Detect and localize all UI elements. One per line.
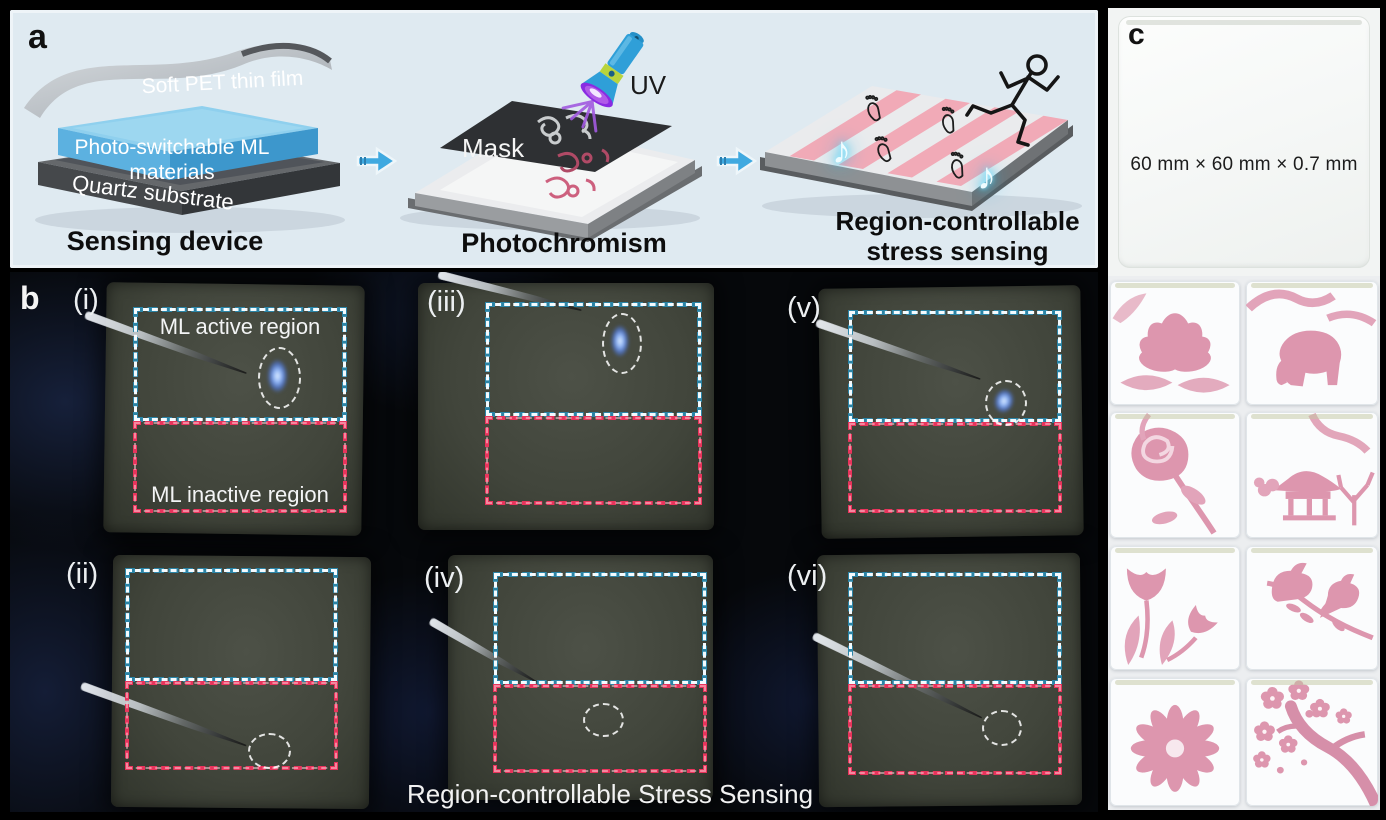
panel-a-label: a <box>28 18 47 56</box>
uv-label: UV <box>630 70 667 100</box>
ml-active-region-box <box>485 302 702 417</box>
music-note-icon: ♪ <box>832 130 851 172</box>
mask-label: Mask <box>462 133 525 163</box>
pet-film-layer <box>24 42 332 118</box>
mask-sheet <box>440 101 672 173</box>
panel-b-caption: Region-controllable Stress Sensing <box>406 779 814 809</box>
ml-active-region-box <box>848 572 1062 685</box>
ml-inactive-region-box <box>125 681 338 770</box>
sample-photo-iii <box>418 283 714 530</box>
tile-elephant-icon <box>1246 281 1378 405</box>
press-point-marker <box>985 380 1027 426</box>
photochromic-pattern <box>545 176 596 199</box>
panel-c-substrates: c 60 mm × 60 mm × 0.7 mm <box>1108 8 1380 810</box>
tile-lotus-icon <box>1110 281 1240 405</box>
sensing-device-caption: Sensing device <box>66 226 264 256</box>
uv-flashlight-icon <box>561 31 644 133</box>
panel-b-photos: b (i) (iii) (v) (ii) (iv) (vi) ML active… <box>10 272 1098 812</box>
ml-inactive-region-box <box>133 421 347 513</box>
cell-label-v: (v) <box>787 292 821 324</box>
cell-label-iii: (iii) <box>427 286 466 318</box>
tile-rose-icon <box>1110 412 1240 538</box>
ml-active-region-box <box>493 572 707 685</box>
ml-active-region-label: ML active region <box>159 314 321 339</box>
tile-pavilion-landscape-icon <box>1246 412 1378 538</box>
press-point-marker <box>602 313 642 374</box>
substrate-dimensions: 60 mm × 60 mm × 0.7 mm <box>1130 154 1358 175</box>
cell-label-iv: (iv) <box>424 562 465 594</box>
ml-inactive-region-box <box>493 684 707 773</box>
schematic-graphics <box>24 31 1082 242</box>
cell-label-i: (i) <box>73 284 99 316</box>
sample-photo-iv <box>448 555 713 800</box>
arrow-right-icon <box>716 146 758 176</box>
tile-plum-blossom-icon <box>1246 678 1378 806</box>
tile-tulips-icon <box>1110 546 1240 670</box>
ml-inactive-region-box <box>848 684 1062 775</box>
quartz-plate <box>1118 16 1370 268</box>
panel-c-label: c <box>1128 18 1145 51</box>
press-point-marker <box>583 703 624 737</box>
stress-sensing-platform <box>760 86 1073 211</box>
ml-active-region-box <box>133 307 347 422</box>
panel-a-schematic: a Soft PET thin film Photo-switchable ML… <box>10 10 1098 268</box>
panel-b-label: b <box>20 280 40 316</box>
music-note-icon: ♪ <box>977 156 996 198</box>
tile-birds-on-branch-icon <box>1246 546 1378 670</box>
ml-material-layer <box>58 106 318 180</box>
photochromism-caption: Photochromism <box>461 228 667 258</box>
press-point-marker <box>258 347 301 409</box>
runner-icon <box>965 54 1060 147</box>
press-point-marker <box>982 710 1022 746</box>
ml-active-region-box <box>848 310 1062 423</box>
press-point-marker <box>248 733 291 769</box>
tile-daisy-icon <box>1110 678 1240 806</box>
stress-sensing-caption: Region-controllable stress sensing <box>835 206 1080 266</box>
arrow-right-icon <box>356 146 398 176</box>
quartz-substrate-photo: c 60 mm × 60 mm × 0.7 mm <box>1108 8 1380 276</box>
ml-inactive-region-box <box>848 422 1062 513</box>
ml-material-label: Photo-switchable ML materials <box>74 136 270 184</box>
ml-inactive-region-box <box>485 416 702 505</box>
cell-label-vi: (vi) <box>787 560 828 592</box>
cell-label-ii: (ii) <box>66 558 99 590</box>
ml-active-region-box <box>125 568 338 682</box>
ml-inactive-region-label: ML inactive region <box>151 482 329 507</box>
